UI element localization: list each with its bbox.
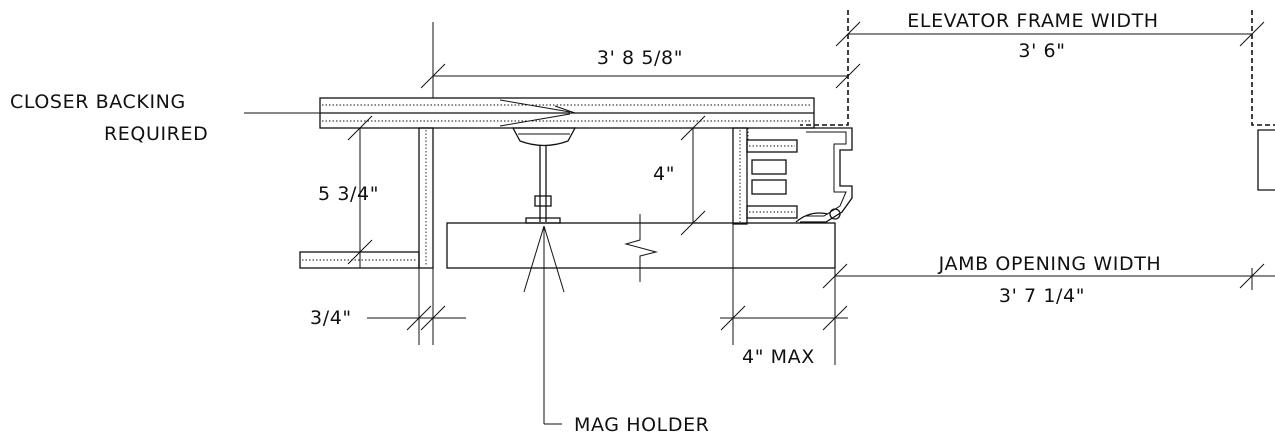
jamb-blocking	[732, 127, 798, 225]
door-closer	[511, 127, 577, 224]
dim-4in-label: 4"	[653, 163, 675, 185]
elevator-frame-width-dim: 3' 6"	[1018, 40, 1065, 62]
dimension-jamb-opening: JAMB OPENING WIDTH 3' 7 1/4"	[822, 253, 1275, 365]
closer-backing-label: CLOSER BACKING	[10, 91, 186, 113]
mag-holder-callout: MAG HOLDER	[523, 225, 709, 436]
dim-3-4-label: 3/4"	[310, 307, 352, 329]
jamb-opening-width-label: JAMB OPENING WIDTH	[938, 253, 1162, 275]
elevator-frame-width-label: ELEVATOR FRAME WIDTH	[907, 10, 1158, 32]
elevator-frame-profile	[795, 10, 1275, 223]
dimension-overall-width: 3' 8 5/8"	[420, 22, 861, 98]
dimension-elevator-frame-width: ELEVATOR FRAME WIDTH 3' 6"	[835, 10, 1265, 62]
dimension-5-3-4: 5 3/4"	[318, 115, 379, 268]
closer-backing-label-2: REQUIRED	[104, 123, 208, 145]
closer-backing-callout: CLOSER BACKING REQUIRED	[10, 91, 555, 145]
dim-5-3-4-label: 5 3/4"	[318, 183, 379, 205]
overall-width-label: 3' 8 5/8"	[597, 47, 683, 69]
mag-holder-label: MAG HOLDER	[574, 414, 709, 436]
dimension-4-max: 4" MAX	[720, 224, 848, 368]
dimension-4in: 4"	[653, 115, 706, 236]
dimension-3-4: 3/4"	[310, 268, 466, 345]
dim-4-max-label: 4" MAX	[742, 346, 815, 368]
jamb-opening-width-dim: 3' 7 1/4"	[999, 285, 1085, 307]
door-panel	[446, 214, 836, 282]
